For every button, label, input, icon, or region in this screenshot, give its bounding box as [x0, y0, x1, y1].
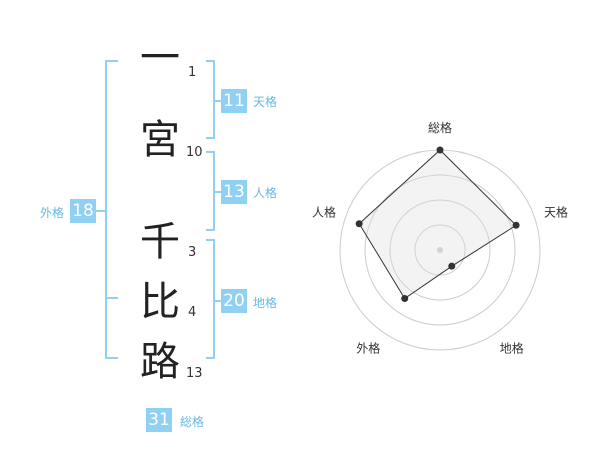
gai-bracket — [105, 60, 118, 359]
radar-axis-label-3: 外格 — [356, 341, 380, 356]
name-char-1: 一 — [140, 35, 180, 81]
stroke-count-2: 10 — [186, 145, 203, 160]
jin-kaku-label: 人格 — [253, 186, 278, 200]
ten-bracket — [206, 60, 215, 139]
stroke-count-3: 3 — [188, 245, 197, 260]
radar-axis-label-1: 天格 — [544, 204, 568, 219]
radar-point-0 — [436, 146, 444, 154]
radar-ring-1 — [414, 224, 466, 276]
radar-point-4 — [355, 220, 363, 228]
radar-center — [437, 247, 443, 253]
radar-axis-label-0: 総格 — [428, 120, 452, 135]
chi-kaku-label: 地格 — [253, 296, 278, 310]
radar-axis-label-4: 人格 — [312, 204, 336, 219]
stroke-count-4: 4 — [188, 305, 197, 320]
radar-point-3 — [401, 295, 409, 303]
sou-kaku-label: 総格 — [180, 415, 205, 429]
radar-points — [355, 146, 520, 303]
gai-kaku-value: 18 — [70, 199, 96, 223]
radar-point-1 — [512, 221, 520, 229]
stroke-count-5: 13 — [186, 366, 203, 381]
radar-area — [358, 149, 517, 300]
sou-kaku-value: 31 — [146, 408, 172, 432]
gai-kaku-label: 外格 — [40, 206, 65, 220]
name-char-3: 千 — [140, 219, 180, 265]
name-char-4: 比 — [140, 279, 180, 325]
name-char-2: 宮 — [140, 117, 180, 163]
radar-ring-2 — [389, 199, 491, 301]
chi-kaku-value: 20 — [221, 289, 247, 313]
name-char-5: 路 — [140, 339, 180, 385]
chi-bracket — [206, 239, 215, 359]
radar-point-2 — [448, 262, 456, 270]
ten-kaku-value: 11 — [221, 89, 247, 113]
radar-axis-label-2: 地格 — [500, 341, 524, 356]
ten-kaku-label: 天格 — [253, 95, 278, 109]
radar-ring-3 — [364, 174, 516, 326]
jin-kaku-value: 13 — [221, 180, 247, 204]
stroke-count-1: 1 — [188, 65, 197, 80]
